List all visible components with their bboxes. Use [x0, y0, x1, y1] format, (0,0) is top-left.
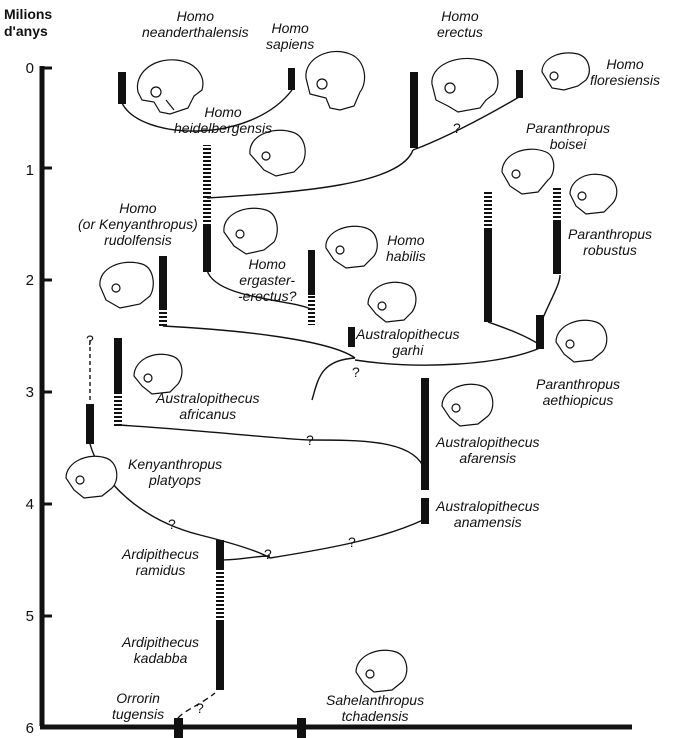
bar-tugensis: [174, 718, 183, 738]
axis-title-line2: d'anys: [4, 23, 48, 39]
skull-icon: [223, 207, 278, 255]
bar-boisei: [484, 230, 492, 322]
skull-icon: [541, 52, 590, 91]
tick-1: 1: [25, 162, 34, 179]
bar-ramidus: [216, 540, 224, 568]
uncertain-marker: ?: [86, 332, 94, 348]
bar-aethiopicus: [536, 315, 544, 349]
tick-2: 2: [25, 272, 34, 289]
axis-ticks: [42, 66, 52, 618]
uncertain-marker: ?: [196, 700, 204, 716]
bar-heidelbergensis: [203, 226, 211, 272]
bar-robustus: [553, 220, 561, 274]
skull-icon: [555, 319, 608, 363]
tick-3: 3: [25, 384, 34, 401]
tick-5: 5: [25, 608, 34, 625]
lineage-bars: [86, 68, 561, 738]
uncertain-marker: ?: [168, 516, 176, 532]
skull-icon: [367, 281, 417, 323]
skull-icon: [133, 353, 183, 395]
uncertain-marker: ?: [264, 546, 272, 562]
tick-4: 4: [25, 496, 34, 513]
skull-icon: [431, 57, 499, 113]
bar-rudolfensis: [159, 256, 167, 308]
bar-tchadensis: [297, 718, 306, 738]
skull-icon: [136, 59, 204, 115]
bar-neanderthalensis: [118, 72, 126, 104]
bar-erectus: [410, 72, 418, 148]
tick-0: 0: [25, 60, 34, 77]
axis-title-line1: Milions: [4, 6, 53, 22]
skull-icon: [249, 129, 306, 177]
skull-icon: [305, 50, 366, 111]
uncertain-marker: ?: [352, 364, 360, 380]
bar-floresiensis: [516, 70, 523, 98]
label-h-rudolfensis: Homo(or Kenyanthropus)rudolfensis: [78, 200, 198, 248]
skull-icon: [501, 148, 555, 195]
skull-icon: [325, 225, 378, 269]
bar-anamensis: [421, 498, 429, 524]
bar-africanus: [114, 338, 122, 394]
bar-garhi: [348, 327, 355, 347]
bar-kadabba: [216, 620, 224, 690]
skull-icon: [65, 455, 118, 499]
uncertain-marker: ?: [348, 534, 356, 550]
skull-icon: [569, 173, 618, 215]
skull-icon: [355, 649, 408, 693]
bar-platyops: [86, 404, 94, 444]
bar-sapiens: [288, 68, 295, 90]
skull-icon: [99, 261, 154, 309]
uncertain-marker: ?: [306, 432, 314, 448]
bar-habilis: [308, 250, 315, 295]
tick-6: 6: [25, 720, 34, 737]
uncertain-bars: [114, 145, 561, 620]
axis-title: Milions d'anys: [4, 6, 94, 40]
bar-afarensis: [421, 378, 429, 490]
uncertain-marker: ?: [453, 120, 461, 136]
skull-icon: [441, 383, 494, 427]
